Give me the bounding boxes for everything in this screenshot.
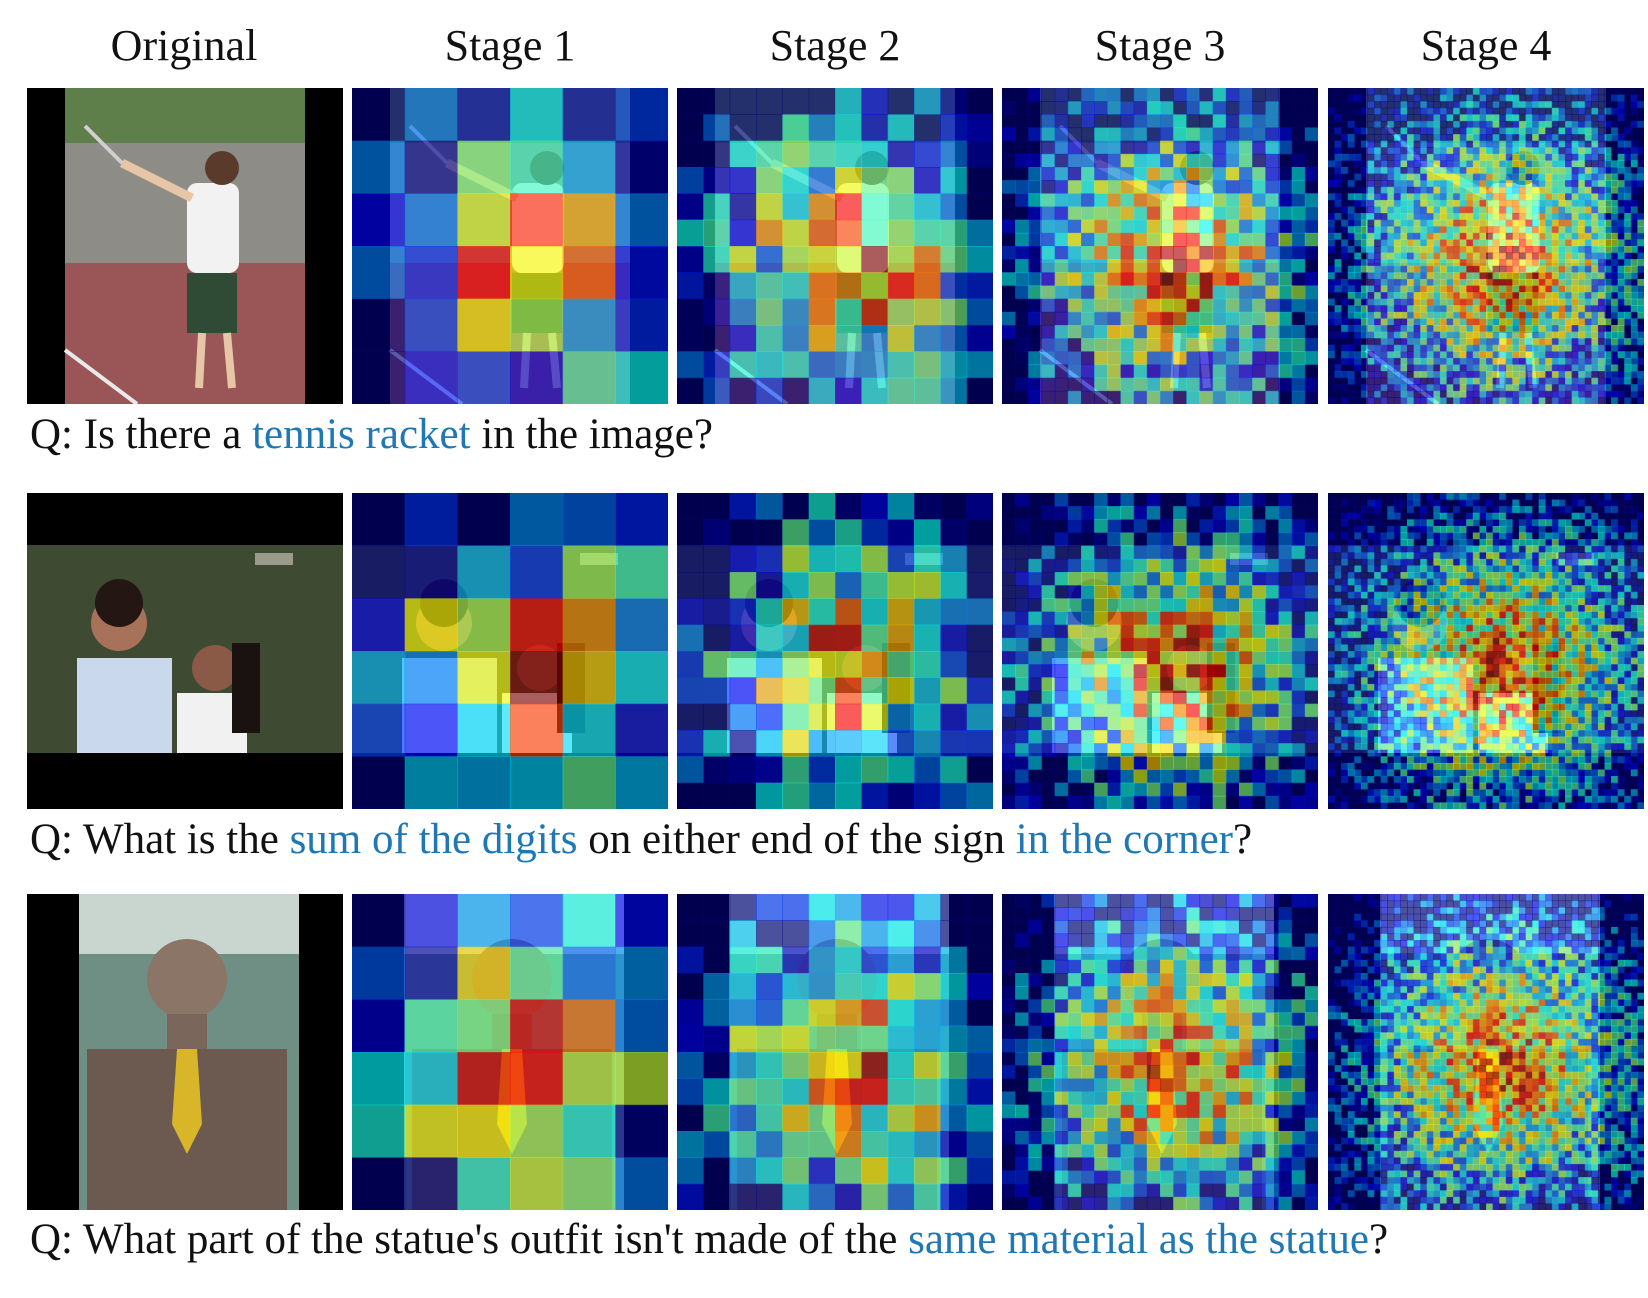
heatmap-canvas: [677, 88, 993, 404]
heatmap-canvas: [1002, 493, 1318, 809]
row-1-question: Q: Is there a tennis racket in the image…: [30, 410, 713, 459]
photo-canvas: [27, 493, 343, 809]
heatmap-canvas: [677, 894, 993, 1210]
heatmap-canvas: [1002, 88, 1318, 404]
question-text: ?: [1368, 1216, 1389, 1263]
heatmap-canvas: [352, 88, 668, 404]
row-3-question: Q: What part of the statue's outfit isn'…: [30, 1215, 1388, 1264]
row-2-stage-4-heatmap: [1328, 493, 1644, 809]
row-3-stage-2-heatmap: [677, 894, 993, 1210]
row-1-original-image: [27, 88, 343, 404]
question-highlight: sum of the digits: [289, 816, 578, 863]
question-text: What part of the statue's outfit isn't m…: [82, 1216, 909, 1263]
heatmap-canvas: [1002, 894, 1318, 1210]
row-1-stage-3-heatmap: [1002, 88, 1318, 404]
heatmap-canvas: [1328, 88, 1644, 404]
heatmap-canvas: [352, 493, 668, 809]
photo-canvas: [27, 88, 343, 404]
header-stage-3: Stage 3: [1094, 21, 1226, 70]
question-text: ?: [1233, 816, 1253, 863]
heatmap-canvas: [1328, 493, 1644, 809]
question-prefix: Q:: [30, 816, 83, 863]
heatmap-canvas: [352, 894, 668, 1210]
row-1-stage-4-heatmap: [1328, 88, 1644, 404]
question-highlight: same material as the statue: [908, 1216, 1369, 1263]
heatmap-canvas: [1328, 894, 1644, 1210]
question-text: Is there a: [83, 411, 253, 458]
question-highlight: in the corner: [1015, 816, 1233, 863]
row-3-original-image: [27, 894, 343, 1210]
row-3-stage-3-heatmap: [1002, 894, 1318, 1210]
question-text: in the image?: [470, 411, 713, 458]
heatmap-canvas: [677, 493, 993, 809]
question-text: What is the: [82, 816, 290, 863]
row-1-stage-1-heatmap: [352, 88, 668, 404]
header-stage-1: Stage 1: [444, 21, 576, 70]
row-2-question: Q: What is the sum of the digits on eith…: [30, 815, 1252, 864]
row-2-stage-1-heatmap: [352, 493, 668, 809]
question-prefix: Q:: [30, 411, 84, 458]
row-2-stage-3-heatmap: [1002, 493, 1318, 809]
question-prefix: Q:: [30, 1216, 83, 1263]
row-3-stage-1-heatmap: [352, 894, 668, 1210]
row-1-stage-2-heatmap: [677, 88, 993, 404]
row-2-original-image: [27, 493, 343, 809]
header-stage-4: Stage 4: [1420, 21, 1552, 70]
header-stage-2: Stage 2: [769, 21, 901, 70]
row-3-stage-4-heatmap: [1328, 894, 1644, 1210]
question-text: on either end of the sign: [577, 816, 1016, 863]
photo-canvas: [27, 894, 343, 1210]
header-original: Original: [110, 21, 258, 70]
question-highlight: tennis racket: [252, 411, 471, 458]
row-2-stage-2-heatmap: [677, 493, 993, 809]
